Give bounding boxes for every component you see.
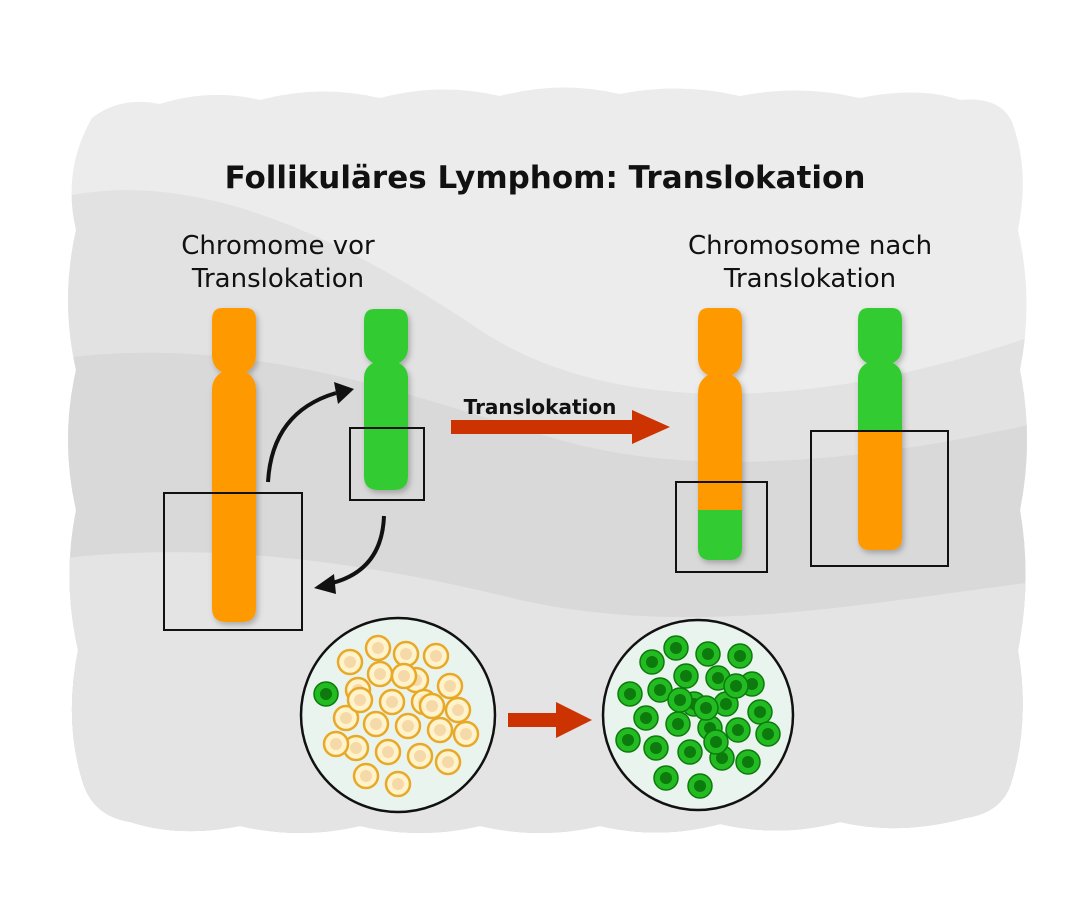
yellow-cell	[390, 662, 418, 690]
chromosome-green-before	[364, 309, 408, 490]
exchange-arrow-down	[314, 515, 386, 594]
right-heading-line2: Translokation	[723, 264, 896, 294]
green-segment-box	[349, 427, 425, 501]
green-cell	[735, 749, 761, 775]
chromosome-green-after	[858, 308, 902, 550]
green-cell	[665, 711, 691, 737]
yellow-cell	[362, 710, 390, 738]
orange-segment-box	[163, 492, 303, 631]
translocation-arrow	[451, 410, 670, 444]
exchange-arrow-up	[266, 382, 354, 483]
green-cell	[653, 765, 679, 791]
green-cell	[695, 641, 721, 667]
yellow-cell	[374, 738, 402, 766]
yellow-cell	[322, 730, 350, 758]
translocation-arrow-label: Translokation	[464, 395, 617, 419]
green-cell	[677, 739, 703, 765]
yellow-cell	[394, 712, 422, 740]
right-heading-line1: Chromosome nach	[688, 231, 932, 261]
green-cell	[617, 681, 643, 707]
yellow-cell	[346, 686, 374, 714]
green-cell	[747, 699, 773, 725]
yellow-cell	[378, 688, 406, 716]
yellow-cell	[406, 742, 434, 770]
green-cell	[633, 705, 659, 731]
green-cell	[755, 721, 781, 747]
left-heading-line2: Translokation	[191, 264, 364, 294]
yellow-cell	[444, 696, 472, 724]
green-cell	[663, 635, 689, 661]
recombined-segment-box-1	[675, 481, 768, 573]
yellow-cell	[426, 716, 454, 744]
green-cell	[615, 727, 641, 753]
chromosome-orange-after	[698, 308, 742, 560]
green-cell	[313, 681, 339, 707]
green-cell	[647, 677, 673, 703]
yellow-cell	[434, 748, 462, 776]
left-heading-line1: Chromome vor	[181, 231, 375, 261]
yellow-cell	[392, 640, 420, 668]
green-cell	[725, 717, 751, 743]
cell-cluster-after	[615, 635, 781, 799]
yellow-cell	[422, 642, 450, 670]
green-cell	[667, 687, 693, 713]
yellow-cell	[364, 634, 392, 662]
background	[68, 87, 1027, 833]
green-cell	[727, 643, 753, 669]
page-title: Follikuläres Lymphom: Translokation	[225, 160, 866, 196]
green-cell	[639, 649, 665, 675]
green-cell	[693, 695, 719, 721]
green-cell	[687, 773, 713, 799]
recombined-segment-box-2	[810, 430, 949, 567]
green-cell	[643, 735, 669, 761]
yellow-cell	[436, 672, 464, 700]
yellow-cell	[332, 704, 360, 732]
green-cell	[723, 673, 749, 699]
yellow-cell	[352, 762, 380, 790]
green-cell	[703, 729, 729, 755]
yellow-cell	[452, 720, 480, 748]
chromosome-orange-before	[212, 308, 256, 622]
yellow-cell	[336, 648, 364, 676]
yellow-cell	[366, 660, 394, 688]
yellow-cell	[384, 770, 412, 798]
green-cell	[673, 663, 699, 689]
culture-change-arrow	[508, 702, 592, 738]
yellow-cell	[418, 692, 446, 720]
cell-cluster-before	[313, 634, 480, 798]
